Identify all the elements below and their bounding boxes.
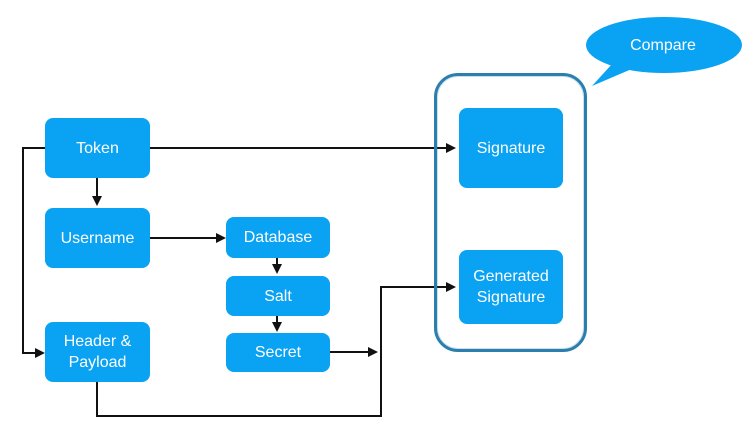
- header-payload-to-generated-signature-arrow: [96, 282, 456, 417]
- signature-label: Signature: [476, 139, 546, 157]
- salt-label: Salt: [264, 287, 292, 305]
- compare-callout-bubble: [586, 17, 742, 86]
- salt-node: Salt: [226, 276, 330, 316]
- token-to-header-payload-arrow: [22, 147, 45, 358]
- username-label: Username: [60, 229, 135, 247]
- database-label: Database: [243, 229, 313, 246]
- generated-signature-label: Generated Signature: [473, 268, 549, 306]
- compare-label: Compare: [630, 37, 696, 54]
- signature-node: Signature: [459, 108, 563, 188]
- secret-node: Secret: [226, 333, 330, 372]
- database-node: Database: [226, 217, 330, 258]
- secret-label: Secret: [254, 344, 302, 361]
- header-payload-label: Header & Payload: [63, 333, 132, 371]
- username-node: Username: [45, 208, 150, 268]
- generated-signature-node: Generated Signature: [459, 250, 563, 324]
- header-payload-node: Header & Payload: [45, 322, 150, 382]
- signature-compare-frame: [434, 73, 587, 352]
- token-node: Token: [45, 118, 150, 178]
- token-label: Token: [76, 139, 119, 157]
